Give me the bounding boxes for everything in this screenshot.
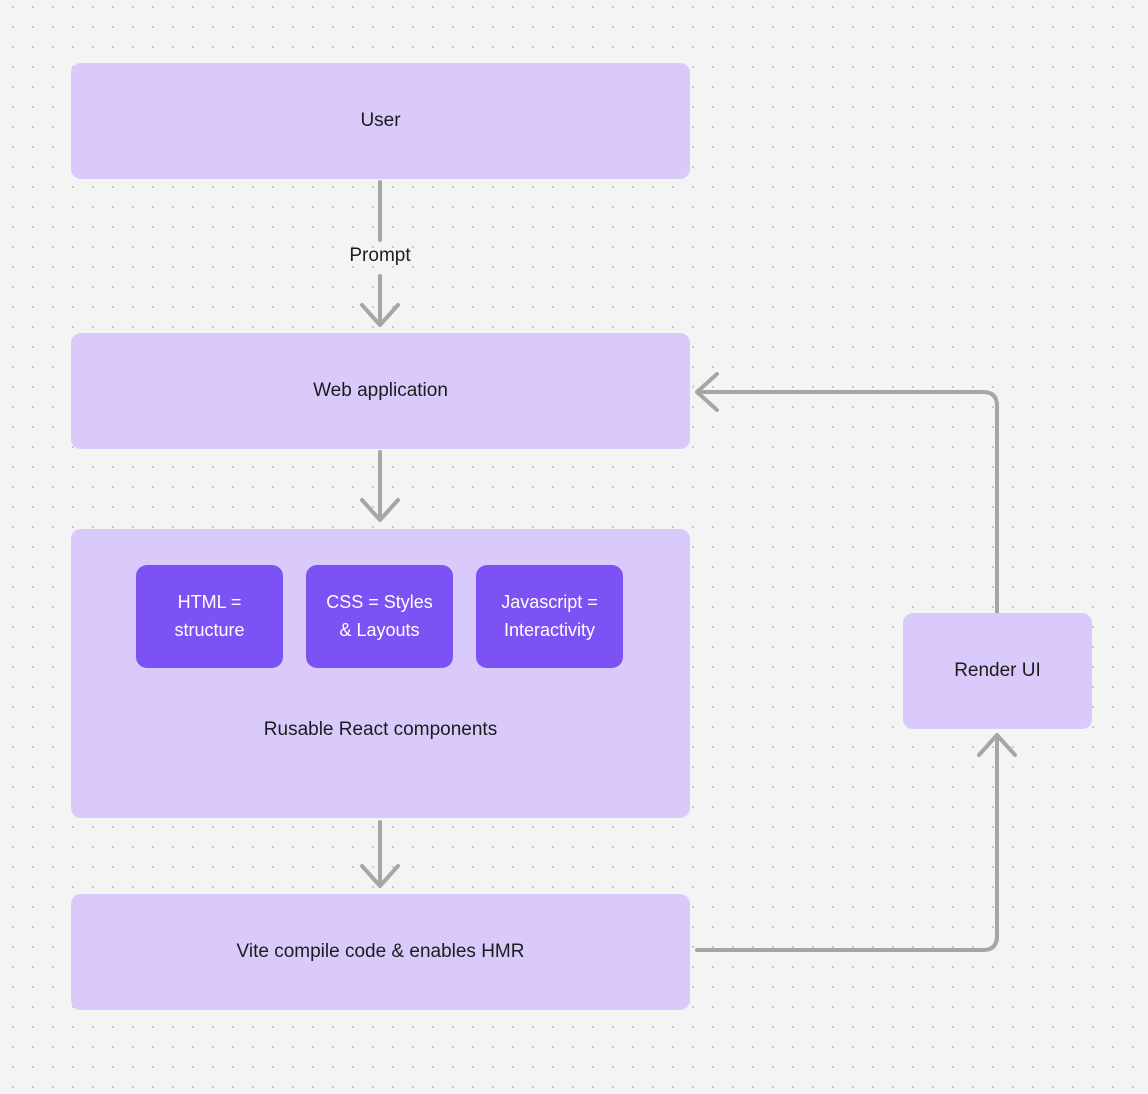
chip-css[interactable]: CSS = Styles & Layouts [306, 565, 453, 668]
node-user-label: User [360, 110, 401, 132]
edge-web-application-to-components [360, 450, 400, 522]
chip-html-line-2: structure [174, 619, 245, 640]
edge-components-to-vite [360, 820, 400, 888]
edge-vite-to-render-ui [695, 733, 1017, 952]
edge-user-to-web-application-lower [360, 274, 400, 327]
node-components-group[interactable]: HTML = structure CSS = Styles & Layouts … [71, 529, 690, 818]
edge-label-prompt-text: Prompt [349, 245, 411, 266]
chip-html-label: HTML = structure [174, 589, 244, 645]
chip-javascript-line-1: Javascript = [501, 591, 598, 612]
node-web-application-label: Web application [313, 380, 448, 402]
node-web-application[interactable]: Web application [71, 333, 690, 449]
chip-javascript-label: Javascript = Interactivity [501, 589, 598, 645]
node-user[interactable]: User [71, 63, 690, 179]
node-render-ui-label: Render UI [954, 660, 1041, 682]
chip-css-label: CSS = Styles & Layouts [326, 589, 433, 645]
chip-javascript-line-2: Interactivity [503, 619, 595, 640]
chip-html[interactable]: HTML = structure [136, 565, 283, 668]
chip-html-line-1: HTML = [177, 591, 242, 612]
node-vite-label: Vite compile code & enables HMR [236, 941, 525, 963]
node-components-group-caption-text: Rusable React components [263, 719, 498, 740]
node-vite[interactable]: Vite compile code & enables HMR [71, 894, 690, 1010]
edge-label-prompt: Prompt [330, 245, 430, 267]
node-components-group-caption: Rusable React components [71, 719, 690, 741]
chip-javascript[interactable]: Javascript = Interactivity [476, 565, 623, 668]
node-render-ui[interactable]: Render UI [903, 613, 1092, 729]
chip-css-line-2: & Layouts [339, 619, 420, 640]
edge-render-ui-to-web-application [695, 372, 999, 615]
chip-css-line-1: CSS = Styles [326, 591, 433, 612]
